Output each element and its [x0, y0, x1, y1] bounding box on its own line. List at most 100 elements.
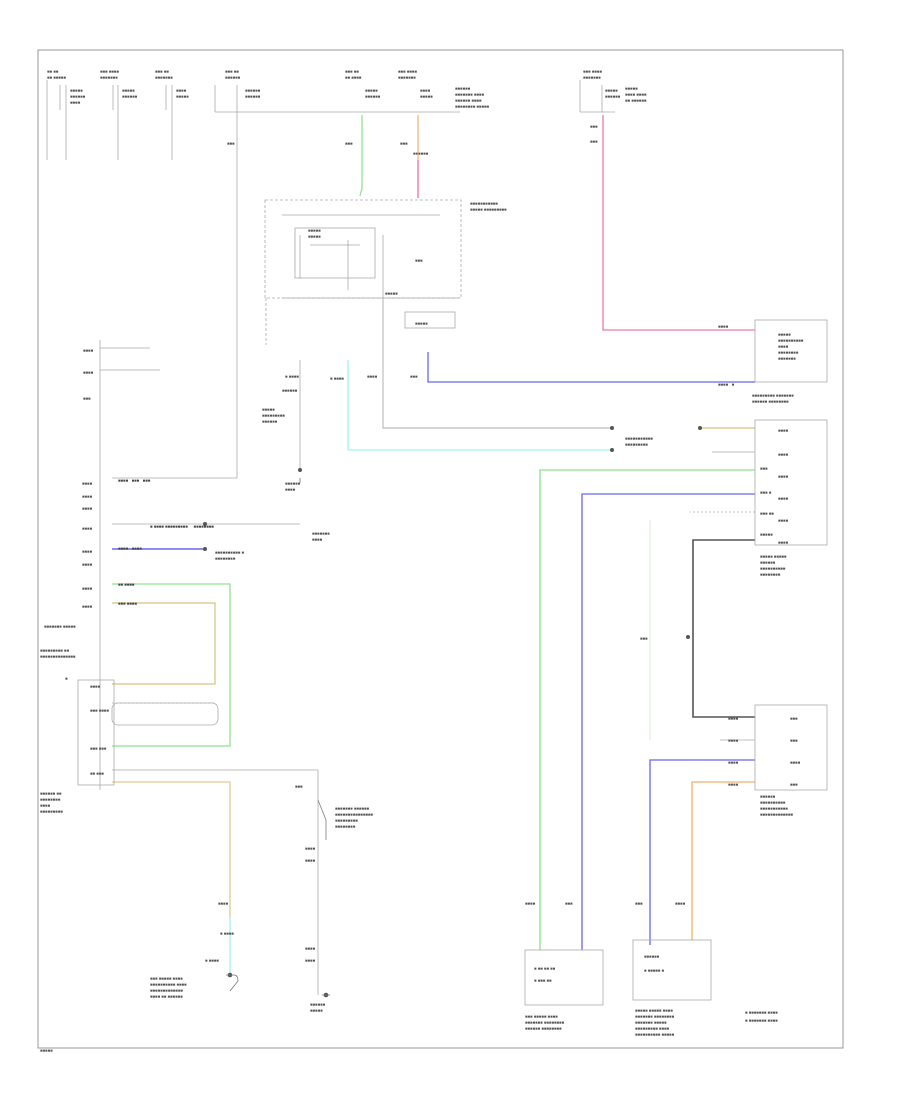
svg-text:■■ ■■■■: ■■ ■■■■: [118, 582, 135, 587]
svg-text:■■■: ■■■: [590, 139, 598, 144]
wire-darkgray-right: [692, 539, 755, 718]
svg-text:■■■■ ■: ■■■■ ■: [718, 382, 735, 387]
svg-text:■■■■■■■■■■: ■■■■■■■■■■: [778, 338, 804, 343]
svg-text:■■■■: ■■■■: [82, 604, 93, 609]
svg-text:■■■■■■: ■■■■■■: [760, 794, 776, 799]
svg-text:■■■■■: ■■■■■: [70, 88, 83, 93]
svg-text:■■■■: ■■■■: [312, 537, 323, 542]
svg-text:■■■ ■■■■: ■■■ ■■■■: [90, 708, 109, 713]
svg-text:■■■■■■■■■■ ■: ■■■■■■■■■■ ■: [215, 550, 244, 555]
svg-text:■■■■■■■■: ■■■■■■■■: [215, 556, 236, 561]
svg-text:■■■: ■■■: [760, 466, 768, 471]
wire-tan-bottom: [112, 781, 231, 918]
svg-text:■■■■■■■ ■■■■: ■■■■■■■ ■■■■: [455, 92, 484, 97]
svg-text:■■■■: ■■■■: [728, 738, 739, 743]
svg-text:■■■■■■■■■ ■■■■: ■■■■■■■■■ ■■■■: [635, 1026, 670, 1031]
component-labels: ■■■■■■■■■■■ ■■■■■ ■■■■■■■■■ ■■■■■ ■■■■■ …: [40, 201, 804, 1037]
svg-text:■ ■■ ■■ ■■: ■ ■■ ■■ ■■: [534, 966, 556, 971]
wire-pink-right: [602, 115, 755, 331]
svg-text:■■■ ■■■■: ■■■ ■■■■: [100, 69, 119, 74]
svg-text:■■■■: ■■■■: [82, 506, 93, 511]
svg-text:■■■■■■■■■■■: ■■■■■■■■■■■: [470, 201, 498, 206]
buckle-switch-icon: [317, 799, 327, 840]
svg-text:■■■■■: ■■■■■: [605, 88, 618, 93]
svg-text:■■■■ ■■■■: ■■■■ ■■■■: [118, 546, 142, 551]
svg-text:■■■■ ■■ ■■■■■■: ■■■■ ■■ ■■■■■■: [150, 994, 183, 999]
svg-text:■■■■■: ■■■■■: [308, 228, 321, 233]
svg-text:■■■ ■■■: ■■■ ■■■: [90, 746, 107, 751]
svg-text:■■■■: ■■■■: [305, 858, 316, 863]
svg-text:■■■■■■■■■: ■■■■■■■■■: [40, 809, 63, 814]
svg-text:■■■■ ■■■ ■■■: ■■■■ ■■■ ■■■: [118, 478, 151, 483]
svg-text:■■■■■■■: ■■■■■■■: [583, 75, 601, 80]
svg-text:■■■■■■ ■■■■: ■■■■■■ ■■■■: [455, 98, 482, 103]
svg-text:■■■■: ■■■■: [82, 549, 93, 554]
svg-text:■■■■: ■■■■: [778, 518, 789, 523]
svg-text:■■■■■■■■■ ■■■■■■■: ■■■■■■■■■ ■■■■■■■: [752, 393, 794, 398]
svg-text:■■■■: ■■■■: [82, 481, 93, 486]
svg-text:■■■: ■■■: [790, 782, 798, 787]
svg-text:■■■■■■■: ■■■■■■■: [312, 531, 330, 536]
svg-text:■■■■: ■■■■: [525, 901, 536, 906]
svg-text:■■■ ■■■■: ■■■ ■■■■: [118, 601, 137, 606]
svg-text:■: ■: [65, 676, 68, 681]
svg-text:■ ■■■ ■■: ■ ■■■ ■■: [534, 978, 552, 983]
svg-text:■■■■■■■■■■ ■■■■■: ■■■■■■■■■■ ■■■■■: [635, 1032, 675, 1037]
svg-text:■■■■■■: ■■■■■■: [262, 419, 278, 424]
svg-text:■■■■: ■■■■: [82, 562, 93, 567]
svg-text:■■■■■■■: ■■■■■■■: [398, 75, 416, 80]
svg-text:■■■: ■■■: [565, 901, 573, 906]
svg-text:■■■■: ■■■■: [778, 452, 789, 457]
svg-text:■■■■■: ■■■■■: [310, 1008, 323, 1013]
svg-text:■■■■■■■■■: ■■■■■■■■■: [625, 442, 648, 447]
svg-text:■■■■■■■■ ■■■■■: ■■■■■■■■ ■■■■■: [455, 104, 490, 109]
wire-blue-mid: [427, 352, 755, 383]
svg-text:■■■: ■■■: [227, 141, 235, 146]
svg-text:■ ■■■■■■■ ■■■■: ■ ■■■■■■■ ■■■■: [745, 1018, 778, 1023]
svg-text:■■■■: ■■■■: [367, 374, 378, 379]
svg-text:■■■■: ■■■■: [728, 760, 739, 765]
wire-green-top: [359, 115, 363, 197]
svg-text:■■■■■ ■■■■■ ■■■■: ■■■■■ ■■■■■ ■■■■: [635, 1008, 673, 1013]
svg-text:■■ ■■: ■■ ■■: [47, 69, 59, 74]
svg-text:■■■■■■: ■■■■■■: [413, 151, 429, 156]
svg-text:■■■ ■■: ■■■ ■■: [760, 511, 774, 516]
svg-text:■■■ ■: ■■■ ■: [760, 490, 772, 495]
svg-text:■■ ■■■■■: ■■ ■■■■■: [47, 75, 66, 80]
svg-text:■■■■■■: ■■■■■■: [245, 88, 261, 93]
svg-text:■■■ ■■: ■■■ ■■: [155, 69, 169, 74]
svg-text:■■■■: ■■■■: [90, 684, 101, 689]
svg-text:■■■: ■■■: [415, 258, 423, 263]
svg-text:■■■■: ■■■■: [40, 803, 51, 808]
svg-text:■■■: ■■■: [83, 396, 91, 401]
wire-blue-lower: [649, 759, 755, 945]
svg-text:■■■: ■■■: [410, 374, 418, 379]
svg-text:■■■■: ■■■■: [218, 901, 229, 906]
svg-text:■■■■■■ ■■■■■■■■: ■■■■■■ ■■■■■■■■: [525, 1026, 562, 1031]
svg-text:■■■■: ■■■■: [675, 901, 686, 906]
wire-tan-left: [112, 602, 216, 685]
svg-text:■■■: ■■■: [400, 141, 408, 146]
svg-text:■■■■■■■■■■■■■: ■■■■■■■■■■■■■: [760, 812, 793, 817]
svg-text:■■■■■■: ■■■■■■: [245, 94, 261, 99]
svg-text:■■■■■: ■■■■■: [176, 94, 189, 99]
svg-text:■■■■■■■: ■■■■■■■: [100, 75, 118, 80]
svg-text:■■■■: ■■■■: [778, 428, 789, 433]
svg-text:■■■■■■■■■■■■■■■: ■■■■■■■■■■■■■■■: [335, 812, 373, 817]
svg-text:■■■■■■■■■■: ■■■■■■■■■■: [760, 800, 786, 805]
wire-green-left: [112, 583, 231, 747]
svg-text:■■■■■■■ ■■■■■■■■: ■■■■■■■ ■■■■■■■■: [525, 1020, 565, 1025]
svg-text:■■■■■■■ ■■■■■: ■■■■■■■ ■■■■■: [635, 1020, 667, 1025]
svg-text:■■■■■: ■■■■■: [760, 532, 773, 537]
svg-text:■ ■■■■: ■ ■■■■: [330, 376, 344, 381]
svg-text:■■■■■■■ ■■■■■: ■■■■■■■ ■■■■■: [44, 624, 76, 629]
svg-text:■■■■■■■■: ■■■■■■■■: [40, 797, 61, 802]
svg-text:■■■■■ ■■■■■: ■■■■■ ■■■■■: [760, 554, 787, 559]
svg-text:■■■■■■: ■■■■■■: [285, 481, 301, 486]
svg-text:■■■■■■■ ■■■■■■: ■■■■■■■ ■■■■■■: [335, 806, 370, 811]
svg-text:■■■■■■■ ■■■■■■■■: ■■■■■■■ ■■■■■■■■: [635, 1014, 675, 1019]
svg-text:■■■■: ■■■■: [778, 540, 789, 545]
svg-text:■ ■■■■: ■ ■■■■: [205, 958, 219, 963]
svg-text:■■■■■■■■■ ■■: ■■■■■■■■■ ■■: [40, 648, 69, 653]
